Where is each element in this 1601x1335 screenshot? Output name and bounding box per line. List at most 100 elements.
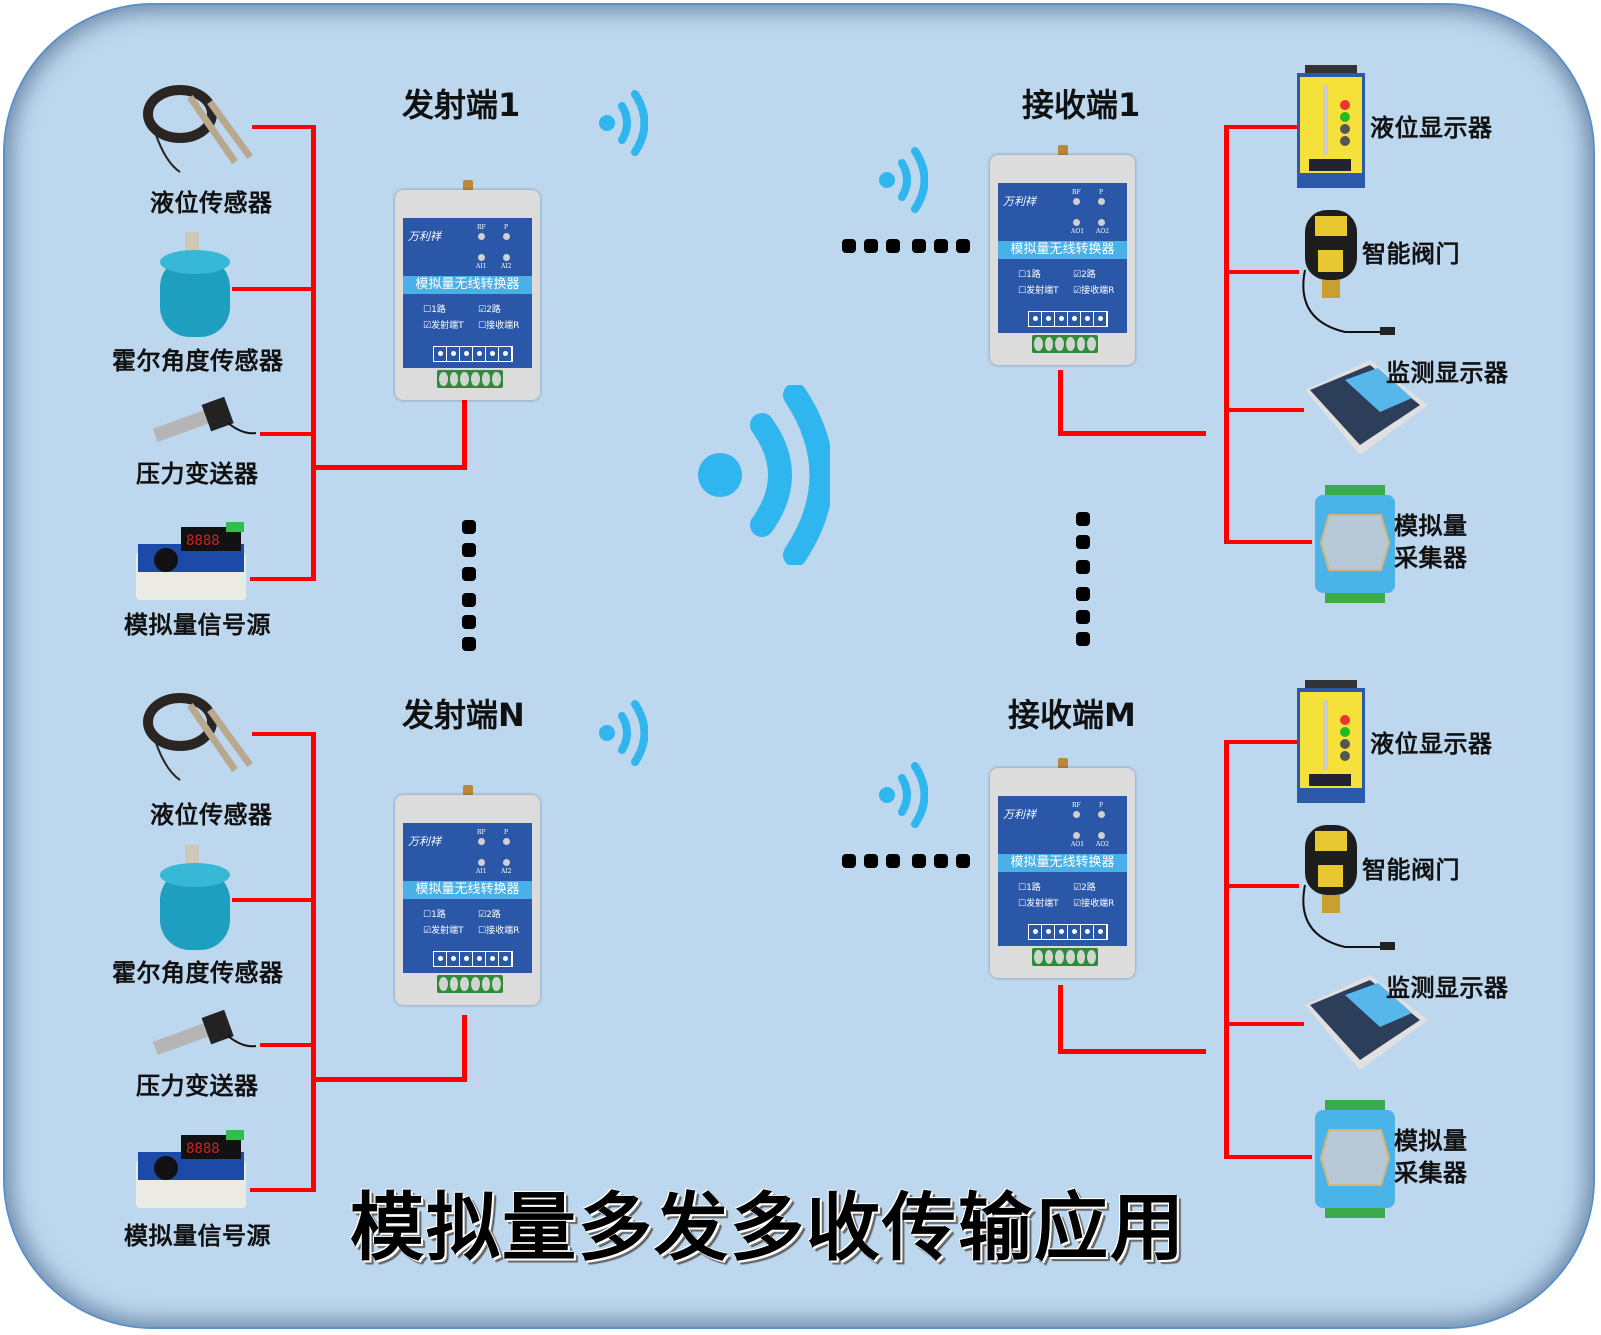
wireless-signal-icon <box>879 147 928 213</box>
wire <box>1224 740 1299 744</box>
led-label: AO2 <box>1096 841 1110 848</box>
antenna-icon <box>463 180 473 194</box>
device-option: ☑接收端R <box>1073 899 1115 909</box>
smart-valve-icon <box>1302 210 1395 335</box>
led-label: P <box>1099 802 1104 809</box>
device-brand: 万利祥 <box>408 835 441 848</box>
sensor-label: 压力变送器 <box>136 1072 259 1100</box>
monitor-display-icon <box>1305 975 1428 1070</box>
terminal-block-icon <box>437 370 503 388</box>
device-model-band: 模拟量无线转换器 <box>403 276 532 294</box>
wire <box>260 432 315 436</box>
device-option: ☐1路 <box>1018 883 1041 893</box>
wire <box>252 732 315 736</box>
led-label: AO1 <box>1071 228 1085 235</box>
diagram-title: 模拟量多发多收传输应用 <box>350 1185 1186 1271</box>
analog-collector-icon <box>1315 1100 1395 1218</box>
wire <box>311 732 316 1192</box>
receiver-header: 接收端M <box>1008 696 1136 734</box>
transmitter-header: 发射端1 <box>402 86 521 124</box>
level-display-icon <box>1297 680 1365 803</box>
led-label: RF <box>477 224 486 231</box>
device-option: ☑2路 <box>1073 883 1096 893</box>
device-brand: 万利祥 <box>408 230 441 243</box>
led-label: RF <box>477 829 486 836</box>
wireless-signal-icon <box>879 762 928 828</box>
device-model-band: 模拟量无线转换器 <box>998 241 1127 259</box>
wire <box>1224 408 1304 412</box>
led-label: AI1 <box>476 263 487 270</box>
converter-device-tx: 万利祥 RF P AI1 AI2 模拟量无线转换器 ☐1路 ☑2路 ☑发射端T … <box>395 180 540 400</box>
terminal-block-icon <box>1032 948 1098 966</box>
sensor-label: 霍尔角度传感器 <box>112 959 284 987</box>
led-label: AO2 <box>1096 228 1110 235</box>
wire <box>1224 125 1299 129</box>
output-label: 液位显示器 <box>1370 730 1493 758</box>
antenna-icon <box>1058 145 1068 159</box>
wire <box>1058 1049 1206 1054</box>
device-option: ☑发射端T <box>423 321 464 331</box>
analog-signal-source-icon: 8888 <box>136 1130 246 1208</box>
terminal-block-icon <box>1032 335 1098 353</box>
wire <box>250 577 315 581</box>
pressure-transmitter-icon <box>152 396 257 443</box>
device-option: ☑接收端R <box>1073 286 1115 296</box>
output-label: 智能阀门 <box>1362 856 1460 884</box>
output-label: 监测显示器 <box>1386 359 1509 387</box>
wire <box>1224 125 1229 541</box>
device-option: ☑2路 <box>478 305 501 315</box>
output-label: 模拟量采集器 <box>1394 510 1472 574</box>
device-option: ☐接收端R <box>478 321 520 331</box>
wire <box>232 287 315 291</box>
hall-angle-sensor-icon <box>160 232 230 337</box>
pressure-transmitter-icon <box>152 1009 257 1056</box>
analog-collector-icon <box>1315 485 1395 603</box>
wire <box>1224 1022 1304 1026</box>
device-option: ☑发射端T <box>423 926 464 936</box>
sensor-label: 模拟量信号源 <box>124 611 271 639</box>
wire <box>1224 540 1312 544</box>
led-label: P <box>504 829 509 836</box>
transmitter-header: 发射端N <box>402 696 525 734</box>
device-brand: 万利祥 <box>1003 808 1036 821</box>
wireless-signal-icon <box>599 700 648 766</box>
receiver-header: 接收端1 <box>1022 86 1141 124</box>
terminal-block-icon <box>437 975 503 993</box>
device-model-band: 模拟量无线转换器 <box>403 881 532 899</box>
led-label: P <box>1099 189 1104 196</box>
output-label: 智能阀门 <box>1362 240 1460 268</box>
converter-device-tx: 万利祥 RF P AI1 AI2 模拟量无线转换器 ☐1路 ☑2路 ☑发射端T … <box>395 785 540 1005</box>
svg-text:8888: 8888 <box>186 1141 220 1157</box>
antenna-icon <box>463 785 473 799</box>
wire <box>250 1188 315 1192</box>
output-label-text: 模拟量采集器 <box>1394 512 1468 572</box>
converter-device-rx: 万利祥 RF P AO1 AO2 模拟量无线转换器 ☐1路 ☑2路 ☐发射端T … <box>990 758 1135 978</box>
smart-valve-icon <box>1302 825 1395 950</box>
hall-angle-sensor-icon <box>160 845 230 950</box>
sensor-label: 压力变送器 <box>136 460 259 488</box>
wire <box>1058 370 1063 435</box>
wire <box>1224 884 1299 888</box>
wire <box>1058 985 1063 1053</box>
device-brand: 万利祥 <box>1003 195 1036 208</box>
analog-signal-source-icon: 8888 <box>136 522 246 600</box>
device-option: ☐接收端R <box>478 926 520 936</box>
sensor-label: 液位传感器 <box>150 189 273 217</box>
sensor-label: 模拟量信号源 <box>124 1222 271 1250</box>
led-label: RF <box>1072 802 1081 809</box>
device-option: ☑2路 <box>1073 270 1096 280</box>
wire <box>232 898 315 902</box>
sensor-label: 霍尔角度传感器 <box>112 347 284 375</box>
level-sensor-icon <box>143 693 253 781</box>
wireless-signal-icon <box>599 90 648 156</box>
device-option: ☐发射端T <box>1018 286 1059 296</box>
monitor-display-icon <box>1305 360 1428 455</box>
device-model-band: 模拟量无线转换器 <box>998 854 1127 872</box>
output-label-text: 模拟量采集器 <box>1394 1127 1468 1187</box>
led-label: AI2 <box>501 263 512 270</box>
wire <box>1224 270 1299 274</box>
led-label: AI2 <box>501 868 512 875</box>
level-sensor-icon <box>143 85 253 173</box>
wire <box>311 465 466 470</box>
led-label: RF <box>1072 189 1081 196</box>
